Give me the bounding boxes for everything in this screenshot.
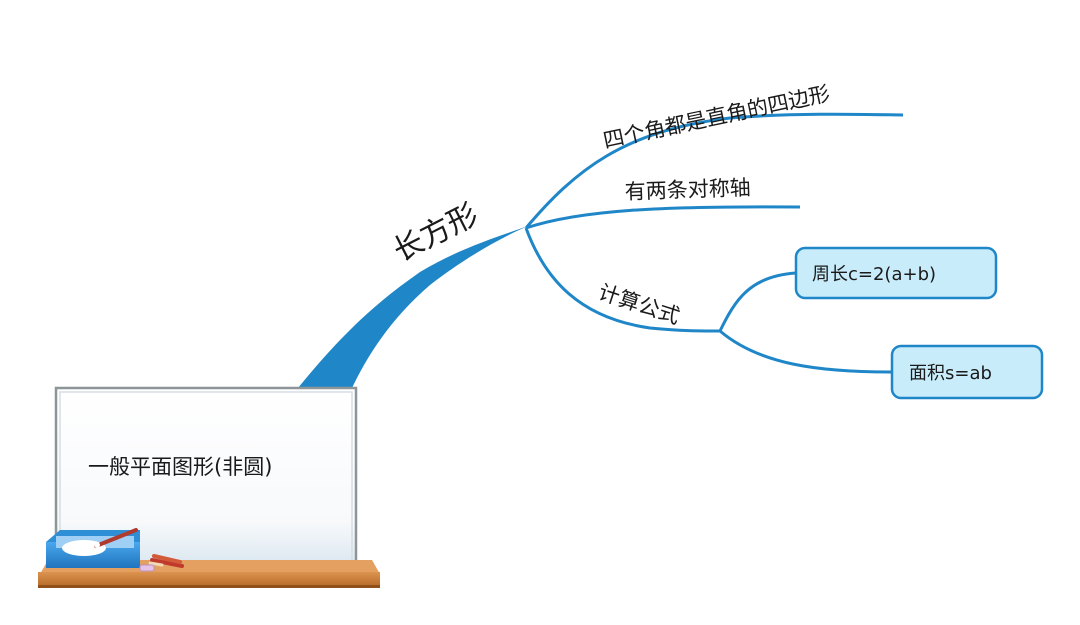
main-branch-line xyxy=(298,226,528,388)
branch-line-symmetry xyxy=(525,205,801,230)
branch-label-right-angles: 四个角都是直角的四边形 xyxy=(601,81,832,153)
branch-label-symmetry: 有两条对称轴 xyxy=(624,176,751,204)
whiteboard: 一般平面图形(非圆) xyxy=(54,386,358,570)
formula-label-perimeter: 周长c=2(a+b) xyxy=(812,264,936,285)
root-label: 一般平面图形(非圆) xyxy=(88,455,272,479)
pencils-icon xyxy=(148,554,184,568)
main-branch-label: 长方形 xyxy=(388,197,484,269)
branch-line-right-angles xyxy=(524,112,904,229)
tray-icon xyxy=(46,528,140,568)
formula-label-area: 面积s=ab xyxy=(909,363,992,384)
branch-line-formulas xyxy=(524,227,721,333)
branch-line-area xyxy=(719,329,893,374)
formula-node-area: 面积s=ab xyxy=(890,344,1044,400)
branch-line-perimeter xyxy=(718,271,797,332)
eraser-icon xyxy=(139,564,155,572)
branch-label-formulas: 计算公式 xyxy=(595,280,682,329)
formula-node-perimeter: 周长c=2(a+b) xyxy=(794,246,998,300)
